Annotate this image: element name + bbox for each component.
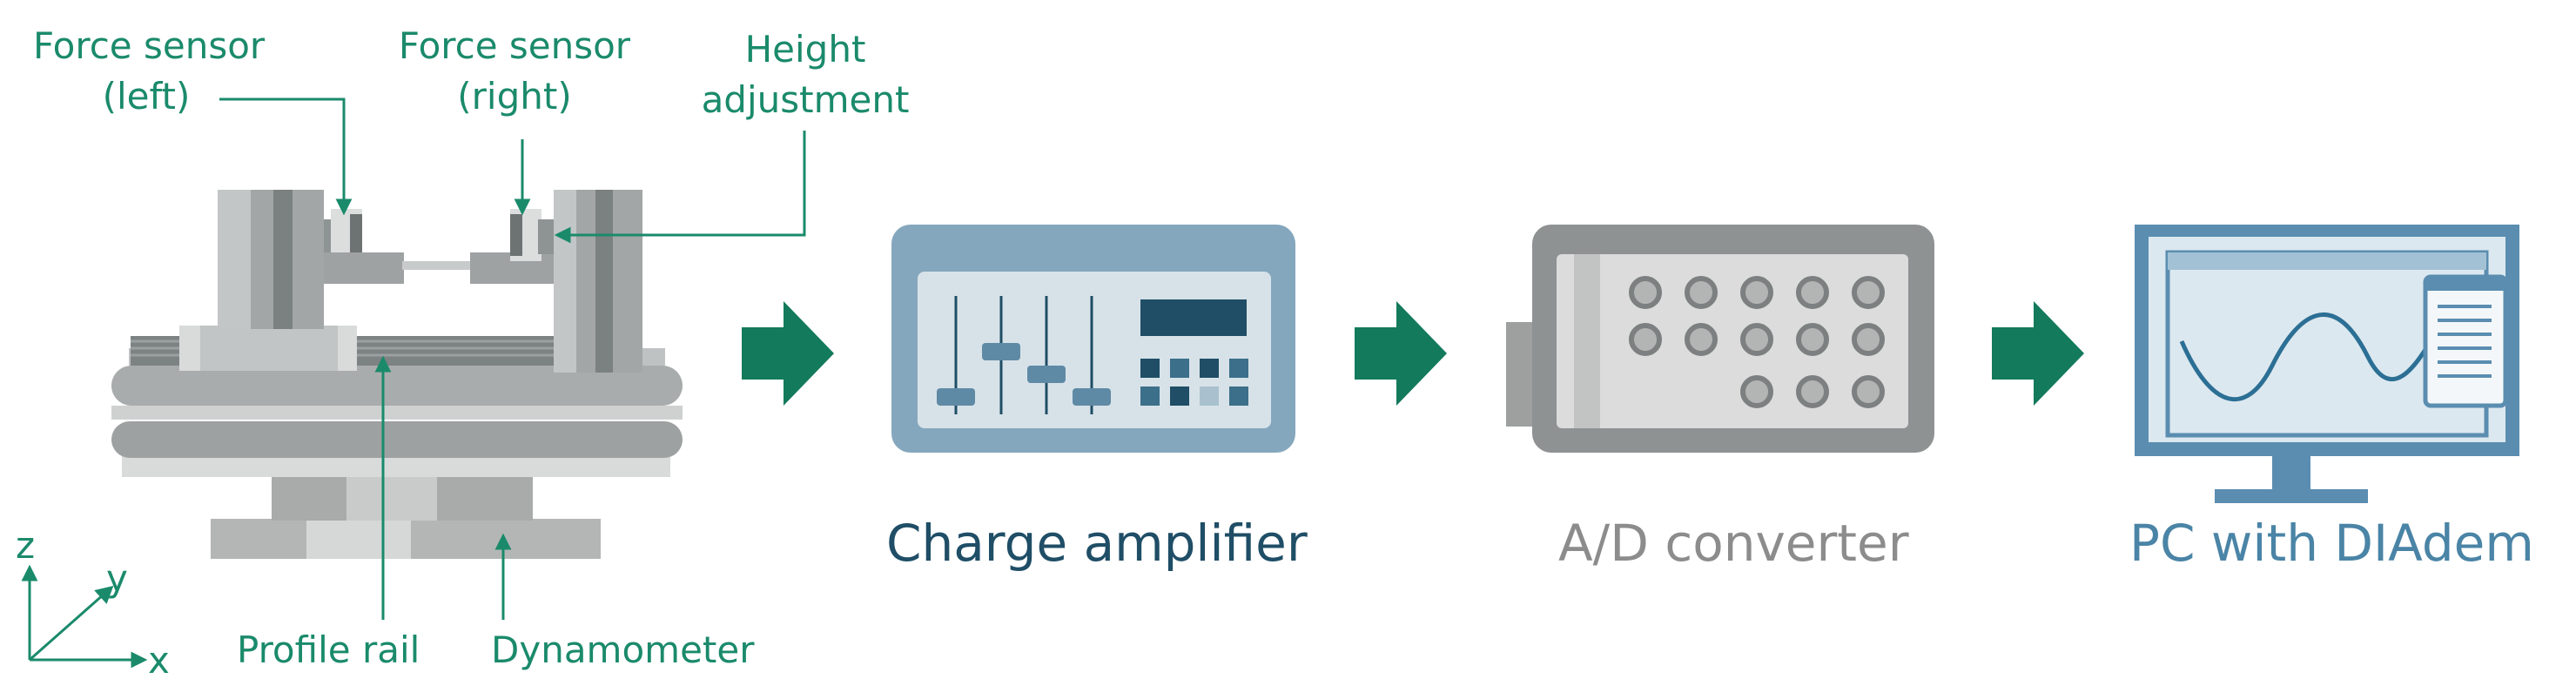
stage-title-charge-amplifier: Charge amplifier (886, 514, 1308, 573)
flow-arrow-1 (742, 301, 834, 406)
profile-rail (131, 326, 583, 371)
label-profile-rail: Profile rail (237, 628, 420, 671)
label-height-adjustment-line2: adjustment (701, 78, 910, 121)
label-force-sensor-left-line1: Force sensor (33, 24, 266, 67)
converter-connectors (1629, 276, 1885, 408)
flow-arrow-2 (1355, 301, 1447, 406)
axis-label-y: y (106, 557, 128, 600)
right-column (554, 190, 642, 373)
charge-amplifier-device (891, 225, 1295, 453)
label-force-sensor-left-line2: (left) (102, 75, 191, 118)
coordinate-axes (21, 564, 148, 669)
axis-label-z: z (16, 524, 36, 567)
left-column (218, 190, 324, 329)
label-force-sensor-right-line2: (right) (457, 75, 572, 118)
stage-title-pc: PC with DIAdem (2129, 514, 2534, 573)
dynamometer-base (211, 477, 601, 559)
label-force-sensor-left: Force sensor (left) (33, 21, 266, 122)
ad-converter-device (1506, 225, 1934, 453)
flow-arrow-3 (1992, 301, 2084, 406)
document-panel (2423, 274, 2508, 408)
force-sensor-right-part (470, 209, 554, 284)
force-sensor-left-part (324, 209, 404, 284)
test-rig (21, 97, 806, 669)
stage-title-ad-converter: A/D converter (1558, 514, 1909, 573)
axis-label-x: x (148, 639, 170, 682)
label-dynamometer: Dynamometer (491, 628, 755, 671)
pc-monitor (2135, 225, 2519, 503)
sample-bar (402, 261, 472, 270)
label-height-adjustment: Height adjustment (688, 24, 923, 125)
callout-lines (219, 97, 806, 620)
label-force-sensor-right-line1: Force sensor (398, 24, 631, 67)
label-height-adjustment-line1: Height (744, 28, 866, 71)
label-force-sensor-right: Force sensor (right) (397, 21, 632, 122)
